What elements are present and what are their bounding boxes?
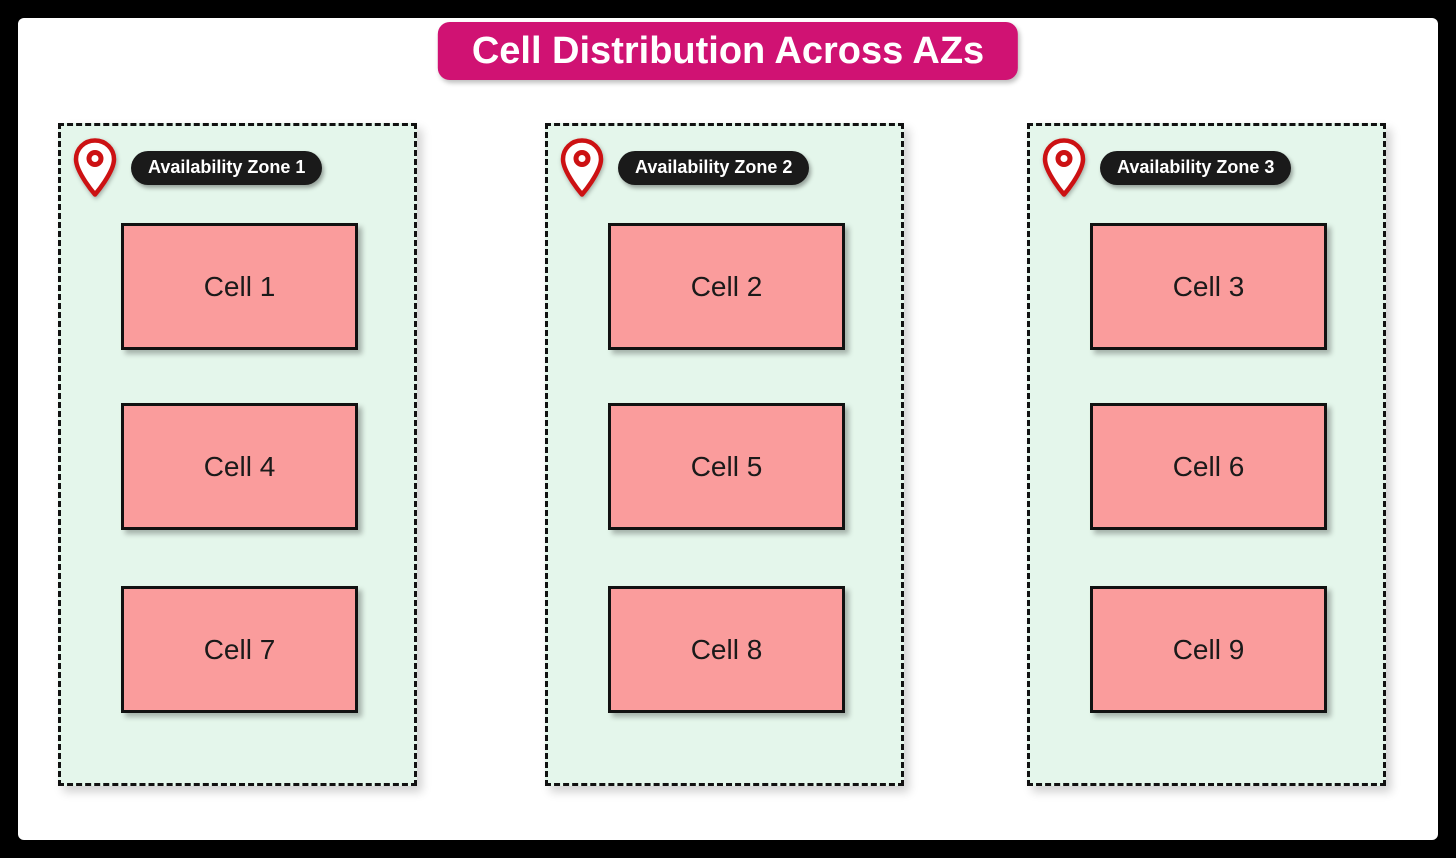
cell-label: Cell 4 [203, 450, 276, 482]
availability-zone: Availability Zone 1 Cell 1 Cell 4 Cell 7 [58, 123, 417, 786]
location-pin-icon [1041, 137, 1087, 199]
cell-label: Cell 8 [690, 633, 763, 665]
zone-label: Availability Zone 3 [1100, 151, 1292, 185]
cell-box: Cell 7 [121, 586, 358, 713]
cell-label: Cell 5 [690, 450, 763, 482]
cell-box: Cell 5 [608, 403, 845, 530]
cell-box: Cell 2 [608, 223, 845, 350]
cell-box: Cell 9 [1090, 586, 1327, 713]
cell-label: Cell 9 [1172, 633, 1245, 665]
cell-label: Cell 3 [1172, 270, 1245, 302]
cell-box: Cell 6 [1090, 403, 1327, 530]
location-pin-icon [72, 137, 118, 199]
zone-header: Availability Zone 3 [1041, 137, 1292, 199]
cell-box: Cell 8 [608, 586, 845, 713]
zone-label: Availability Zone 1 [131, 151, 323, 185]
availability-zone: Availability Zone 3 Cell 3 Cell 6 Cell 9 [1027, 123, 1386, 786]
cell-box: Cell 4 [121, 403, 358, 530]
cell-label: Cell 1 [203, 270, 276, 302]
diagram-canvas: Cell Distribution Across AZs Availabilit… [18, 18, 1438, 840]
location-pin-icon [559, 137, 605, 199]
cell-box: Cell 3 [1090, 223, 1327, 350]
diagram-title: Cell Distribution Across AZs [437, 22, 1019, 80]
availability-zone: Availability Zone 2 Cell 2 Cell 5 Cell 8 [545, 123, 904, 786]
zone-label: Availability Zone 2 [618, 151, 810, 185]
zone-header: Availability Zone 1 [72, 137, 323, 199]
cell-box: Cell 1 [121, 223, 358, 350]
zone-header: Availability Zone 2 [559, 137, 810, 199]
cell-label: Cell 7 [203, 633, 276, 665]
cell-label: Cell 6 [1172, 450, 1245, 482]
cell-label: Cell 2 [690, 270, 763, 302]
